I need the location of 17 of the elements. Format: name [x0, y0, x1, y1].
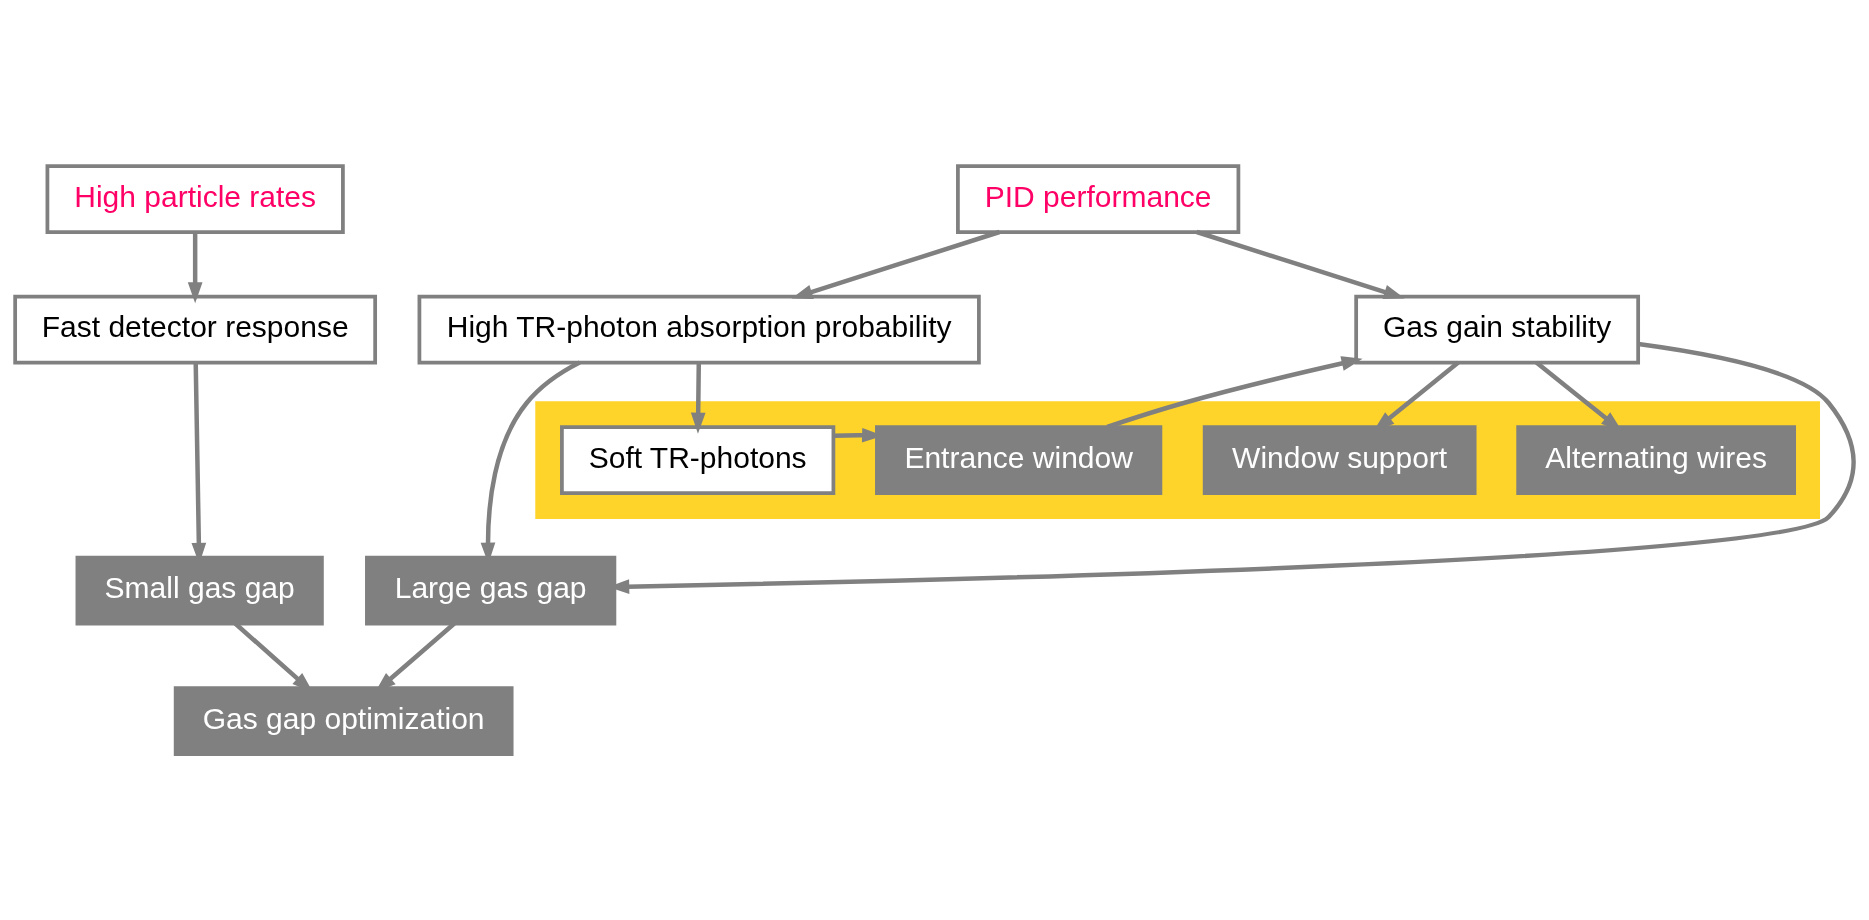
arrow — [690, 362, 706, 434]
node-box: Small gas gap — [75, 555, 324, 626]
node-box: High particle rates — [45, 164, 345, 234]
node-box: Gas gain stability — [1354, 294, 1641, 365]
node-box: Window support — [1202, 425, 1477, 495]
node-box: Soft TR-photons — [560, 425, 836, 495]
node-box: Entrance window — [875, 425, 1163, 495]
arrow — [1196, 229, 1405, 300]
node-box: High TR-photon absorption probability — [417, 294, 981, 365]
node-box: Alternating wires — [1516, 425, 1797, 495]
node-box: PID performance — [956, 164, 1241, 234]
node-box: Fast detector response — [13, 294, 378, 365]
arrow — [187, 232, 203, 304]
node-box: Gas gap optimization — [173, 686, 514, 756]
node-box: Large gas gap — [365, 555, 617, 626]
cluster — [535, 401, 1821, 519]
arrow — [791, 229, 1001, 300]
